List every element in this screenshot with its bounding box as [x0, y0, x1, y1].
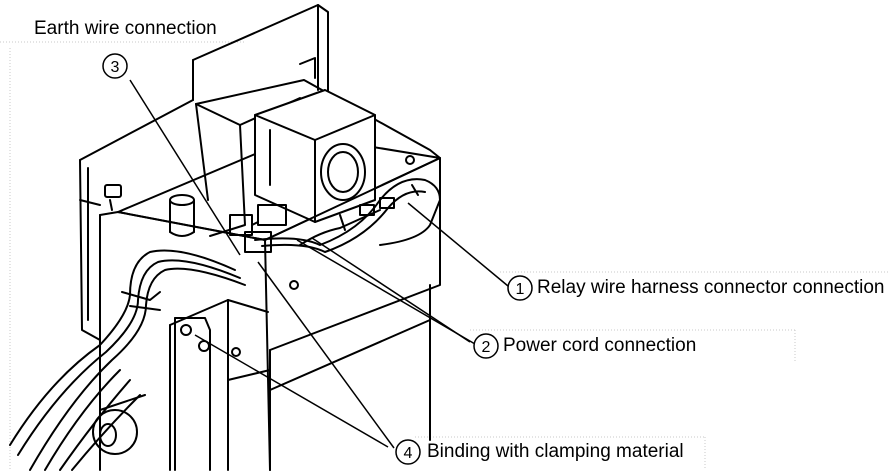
callout-number-2: 2: [473, 333, 499, 359]
callout-number-1: 1: [507, 275, 533, 301]
svg-text:3: 3: [111, 59, 120, 76]
power-cord-label: Power cord connection: [503, 335, 697, 356]
callout-number-4: 4: [395, 439, 421, 465]
housing-lower: [231, 280, 431, 471]
cables: [9, 178, 441, 471]
svg-text:1: 1: [516, 281, 525, 298]
left-frame: [79, 99, 194, 341]
transformer: [254, 89, 376, 223]
earth-wire-label: Earth wire connection: [34, 18, 217, 39]
relay-harness-label: Relay wire harness connector connection: [537, 277, 885, 298]
machine-illustration: [9, 4, 441, 471]
callout-number-3: 3: [102, 53, 128, 79]
connectors: [339, 155, 419, 231]
svg-text:4: 4: [404, 445, 413, 462]
svg-text:2: 2: [482, 339, 491, 356]
binding-label: Binding with clamping material: [427, 441, 684, 462]
capacitor: [169, 194, 195, 237]
housing-front: [99, 157, 441, 471]
leader-lines: [129, 79, 509, 449]
guide-lines: [0, 41, 888, 470]
